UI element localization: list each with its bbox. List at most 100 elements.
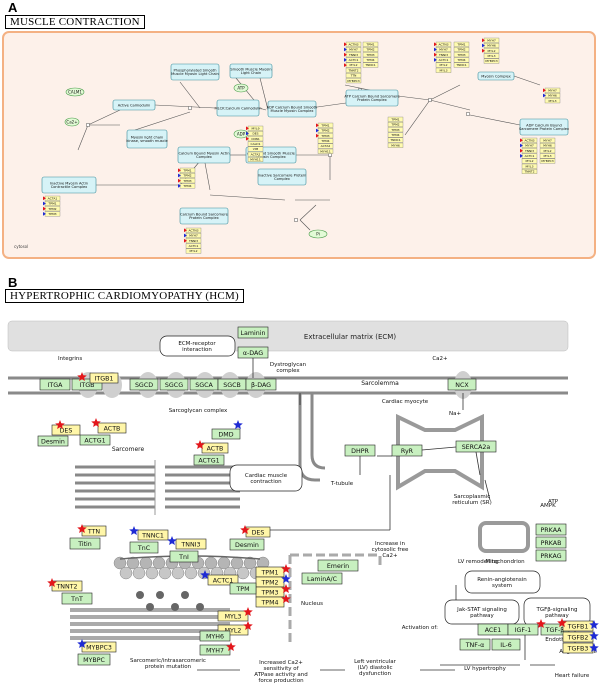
gene-box-ace1[interactable]: ACE1: [477, 623, 509, 636]
gene-item[interactable]: VIM: [247, 146, 264, 152]
gene-box-igf1[interactable]: IGF-1: [507, 623, 539, 636]
gene-item[interactable]: TPM3: [387, 127, 404, 133]
gene-box-titin[interactable]: Titin: [69, 537, 101, 550]
gene-box-prkaa[interactable]: PRKAA: [535, 523, 567, 536]
gene-box-tni[interactable]: TnI: [169, 550, 199, 563]
gene-box-myh7[interactable]: MYH7: [199, 644, 231, 656]
gene-box-desmin1[interactable]: Desmin: [37, 435, 69, 447]
gene-box-prkab[interactable]: PRKAB: [535, 536, 567, 549]
node-myosin-complex[interactable]: Myosin Complex: [477, 71, 515, 81]
gene-box-il6[interactable]: IL-6: [491, 638, 521, 651]
gene-item[interactable]: TPM1: [316, 122, 334, 128]
gene-item[interactable]: TNNI3: [184, 238, 202, 244]
gene-box-tgfb1[interactable]: TGFB1: [562, 620, 594, 632]
gene-item[interactable]: TPM3: [178, 178, 196, 184]
gene-box-mybpc3[interactable]: MYBPC3: [81, 641, 117, 653]
gene-box-sgca[interactable]: SGCA: [189, 378, 219, 391]
gene-box-sgcg[interactable]: SGCG: [159, 378, 189, 391]
gene-box-tpm[interactable]: TPM: [229, 582, 257, 595]
gene-item[interactable]: TPM3: [316, 133, 334, 139]
gene-box-tgfb3[interactable]: TGFB3: [562, 642, 594, 654]
gene-box-tnnt2[interactable]: TNNT2: [51, 580, 83, 592]
gene-item[interactable]: TPM3: [362, 52, 379, 58]
oval-ca2[interactable]: Ca2+: [64, 117, 80, 127]
gene-item[interactable]: TTN: [345, 73, 362, 78]
gene-item[interactable]: TPM4: [453, 57, 470, 63]
gene-item[interactable]: TPM3: [453, 52, 470, 58]
gene-item[interactable]: TPM2: [43, 206, 61, 212]
gene-item[interactable]: ACTC1: [344, 57, 362, 63]
gene-box-desmin2[interactable]: Desmin: [229, 538, 265, 551]
gene-item[interactable]: CALD1: [247, 141, 264, 147]
gene-item[interactable]: MYL3: [483, 53, 500, 59]
gene-item[interactable]: TPM4: [178, 183, 196, 189]
gene-item[interactable]: TPM4: [317, 138, 334, 144]
gene-box-tgfb2[interactable]: TGFB2: [562, 631, 594, 643]
gene-item[interactable]: ACTA2: [247, 151, 264, 157]
gene-item[interactable]: MYL3: [521, 163, 538, 169]
gene-box-myh6[interactable]: MYH6: [199, 630, 231, 642]
node-active-calmodulin[interactable]: Active Calmodulin: [112, 99, 156, 111]
gene-box-myl3[interactable]: MYL3: [217, 610, 249, 622]
gene-box-sgcb[interactable]: SGCB: [217, 378, 247, 391]
gene-item[interactable]: TPM2: [362, 47, 379, 52]
gene-item[interactable]: MYL2: [185, 248, 202, 254]
gene-item[interactable]: MYH6: [387, 142, 404, 148]
gene-item[interactable]: MYL3: [544, 98, 561, 104]
gene-item[interactable]: MYL3: [539, 153, 556, 159]
gene-item[interactable]: MYL3: [435, 67, 452, 73]
gene-item[interactable]: TPM3: [43, 211, 61, 217]
gene-item[interactable]: MYH7: [184, 233, 202, 238]
gene-item[interactable]: MYBPC3: [539, 158, 556, 164]
gene-item[interactable]: TPM2: [316, 128, 334, 133]
gene-item[interactable]: TPM1: [453, 41, 470, 47]
gene-item[interactable]: MYH11: [247, 157, 264, 162]
gene-box-des1[interactable]: DES: [51, 424, 81, 436]
gene-item[interactable]: MYH6: [543, 93, 561, 98]
gene-item[interactable]: ACTN3: [520, 137, 538, 143]
gene-box-actg1b[interactable]: ACTG1: [193, 454, 225, 466]
gene-item[interactable]: TPM1: [43, 201, 61, 206]
gene-item[interactable]: MYH7: [543, 87, 561, 93]
gene-item[interactable]: MYL2: [435, 62, 452, 68]
gene-box-tnni3[interactable]: TNNI3: [175, 538, 207, 550]
gene-box-tpm2[interactable]: TPM2: [255, 576, 285, 588]
gene-item[interactable]: TNNI3: [520, 148, 538, 154]
gene-box-prkag[interactable]: PRKAG: [535, 549, 567, 562]
gene-item[interactable]: MYH6: [482, 43, 500, 48]
gene-box-emerin[interactable]: Emerin: [317, 559, 359, 572]
gene-box-actc1[interactable]: ACTC1: [207, 574, 239, 586]
gene-box-ryr[interactable]: RyR: [391, 444, 423, 457]
gene-item[interactable]: TNNC1: [387, 137, 404, 143]
gene-item[interactable]: MYH7: [482, 37, 500, 43]
gene-item[interactable]: ACTC1: [520, 153, 538, 159]
gene-item[interactable]: ACTC1: [434, 57, 452, 63]
gene-item[interactable]: TPM4: [362, 57, 379, 63]
gene-item[interactable]: MYL9: [246, 125, 264, 131]
gene-box-dmd[interactable]: DMD: [211, 428, 241, 440]
gene-item[interactable]: MYL2: [521, 158, 538, 164]
gene-box-tnt[interactable]: TnT: [61, 592, 93, 605]
gene-box-actg1a[interactable]: ACTG1: [79, 434, 111, 446]
gene-item[interactable]: MYH7: [539, 137, 556, 143]
oval-pi[interactable]: Pi: [308, 229, 328, 239]
gene-box-itga[interactable]: ITGA: [39, 378, 71, 391]
gene-box-itgb1[interactable]: ITGB1: [89, 372, 119, 384]
gene-item[interactable]: TPM1: [178, 167, 196, 173]
gene-item[interactable]: MYL2: [539, 148, 556, 154]
gene-item[interactable]: TPM2: [453, 47, 470, 52]
gene-item[interactable]: TNNT2: [345, 67, 362, 73]
gene-box-itgb[interactable]: ITGB: [71, 378, 103, 391]
gene-item[interactable]: ACTN3: [184, 227, 202, 233]
gene-item[interactable]: MYL2: [482, 48, 500, 54]
gene-box-actb1[interactable]: ACTB: [97, 422, 127, 434]
gene-box-tnfa[interactable]: TNF-α: [459, 638, 491, 651]
gene-item[interactable]: TPM2: [387, 122, 404, 127]
gene-box-dhpr[interactable]: DHPR: [344, 444, 376, 457]
